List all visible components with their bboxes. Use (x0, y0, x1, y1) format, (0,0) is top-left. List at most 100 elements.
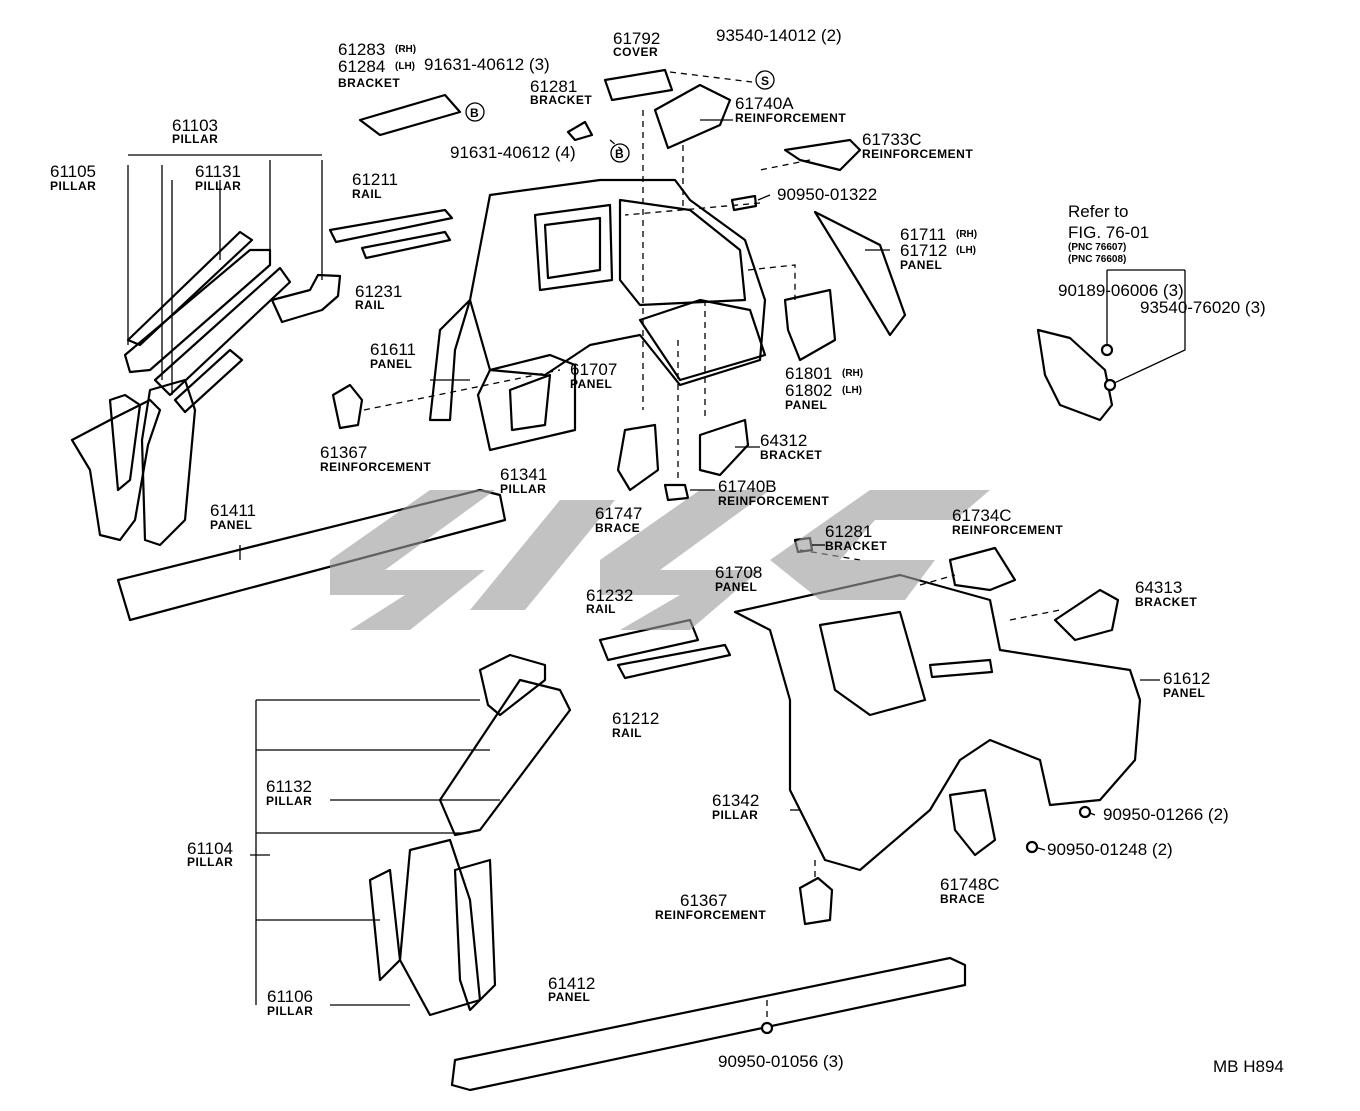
refer-to-line1: Refer to (1068, 202, 1128, 221)
rocker-panel-61412-drawing (450, 956, 967, 1092)
label-61747-name: BRACE (595, 521, 640, 535)
label-90950-01248: 90950-01248 (2) (1047, 840, 1173, 859)
label-61740b-number: 61740B (718, 477, 777, 496)
upper-rails-drawing (328, 93, 462, 260)
label-90950-01056: 90950-01056 (3) (718, 1052, 844, 1071)
label-61740a-number: 61740A (735, 94, 794, 113)
label-61740a-name: REINFORCEMENT (735, 111, 846, 125)
label-61211-number: 61211 (352, 170, 398, 189)
label-64312-number: 64312 (760, 431, 807, 450)
label-61132-number: 61132 (266, 777, 312, 796)
center-pillar-assembly-drawing (255, 653, 572, 1017)
label-61734c-name: REINFORCEMENT (952, 523, 1063, 537)
symbol-b-circle-lower (610, 143, 630, 163)
label-61283-side: (RH) (395, 44, 416, 55)
outer-quarter-panel-drawing (733, 536, 1142, 872)
label-61104-number: 61104 (187, 839, 233, 858)
label-61106-name: PILLAR (267, 1004, 313, 1018)
refer-pnc-1: (PNC 76607) (1068, 242, 1126, 253)
label-61367-lower-name: REINFORCEMENT (655, 908, 766, 922)
label-90189-06006: 90189-06006 (3) (1058, 281, 1184, 300)
label-61232-number: 61232 (586, 586, 633, 605)
label-64313-number: 64313 (1135, 578, 1182, 597)
label-61707-number: 61707 (570, 360, 617, 379)
reinforcement-61367-lower-drawing (798, 876, 834, 926)
label-61131-number: 61131 (195, 162, 241, 181)
refer-to-line2: FIG. 76-01 (1068, 223, 1149, 242)
label-61611-number: 61611 (370, 340, 416, 359)
label-61132-name: PILLAR (266, 794, 312, 808)
label-61283-number: 61283 (338, 40, 385, 59)
label-61131-name: PILLAR (195, 179, 241, 193)
label-61801-number: 61801 (785, 364, 832, 383)
label-61733c-number: 61733C (862, 130, 922, 149)
symbol-s: S (761, 74, 770, 88)
refer-fig-part-drawing (1036, 269, 1186, 422)
label-64313-name: BRACKET (1135, 595, 1197, 609)
label-61231-name: RAIL (355, 298, 385, 312)
label-61802-side: (LH) (842, 385, 862, 396)
label-61708-number: 61708 (715, 563, 762, 582)
label-64312-name: BRACKET (760, 448, 822, 462)
label-61712-number: 61712 (900, 241, 947, 260)
label-61342-number: 61342 (712, 791, 759, 810)
label-61748c-name: BRACE (940, 892, 985, 906)
label-61281-upper-number: 61281 (530, 77, 577, 96)
label-90950-01266: 90950-01266 (2) (1103, 805, 1229, 824)
label-61411-number: 61411 (210, 501, 256, 520)
label-61232-name: RAIL (586, 602, 616, 616)
symbol-b-upper: B (470, 106, 479, 120)
label-61342-name: PILLAR (712, 808, 758, 822)
label-61367-upper-name: REINFORCEMENT (320, 460, 431, 474)
label-61105-number: 61105 (50, 162, 96, 181)
label-61711-side: (RH) (956, 229, 977, 240)
label-61341-number: 61341 (500, 465, 547, 484)
label-61212-number: 61212 (612, 709, 659, 728)
callout-labels: 61103 PILLAR 61105 PILLAR 61131 PILLAR 6… (50, 26, 1284, 1076)
label-61231-number: 61231 (355, 282, 402, 301)
label-61412-name: PANEL (548, 990, 590, 1004)
front-pillar-assembly-drawing (70, 154, 342, 547)
label-61103-number: 61103 (172, 116, 218, 135)
label-61740b-name: REINFORCEMENT (718, 494, 829, 508)
diagram-code: MB H894 (1213, 1057, 1284, 1076)
symbol-b-circle-upper (465, 102, 485, 122)
middle-brackets-drawing (616, 418, 750, 502)
label-61105-name: PILLAR (50, 179, 96, 193)
label-61733c-name: REINFORCEMENT (862, 147, 973, 161)
fastener-marks (760, 343, 1117, 1035)
label-61411-name: PANEL (210, 518, 252, 532)
small-brackets-top-drawing (566, 68, 907, 362)
label-61792-name: COVER (613, 45, 658, 59)
label-61284-number: 61284 (338, 57, 385, 76)
label-61611-name: PANEL (370, 357, 412, 371)
label-61212-name: RAIL (612, 726, 642, 740)
label-61708-name: PANEL (715, 580, 757, 594)
label-61103-name: PILLAR (172, 132, 218, 146)
symbol-s-circle (755, 70, 775, 90)
label-61734c-number: 61734C (952, 506, 1012, 525)
label-61748c-number: 61748C (940, 875, 1000, 894)
label-61707-name: PANEL (570, 377, 612, 391)
label-61801-side: (RH) (842, 368, 863, 379)
label-61281-upper-name: BRACKET (530, 93, 592, 107)
label-91631-3-number: 91631-40612 (3) (424, 55, 550, 74)
label-61284-side: (LH) (395, 61, 415, 72)
watermark-logo (330, 490, 990, 630)
label-61802-name: PANEL (785, 398, 827, 412)
label-61712-name: PANEL (900, 258, 942, 272)
label-93540-14012-number: 93540-14012 (2) (716, 26, 842, 45)
label-61612-number: 61612 (1163, 669, 1210, 688)
label-61281-lower-name: BRACKET (825, 539, 887, 553)
label-61341-name: PILLAR (500, 482, 546, 496)
symbol-b-lower: B (615, 147, 624, 161)
label-61792-number: 61792 (613, 29, 660, 48)
label-61104-name: PILLAR (187, 855, 233, 869)
part-drawings (70, 68, 1186, 1092)
label-91631-4-number: 91631-40612 (4) (450, 143, 576, 162)
label-61712-side: (LH) (956, 245, 976, 256)
label-61281-lower-number: 61281 (825, 522, 872, 541)
refer-pnc-2: (PNC 76608) (1068, 254, 1126, 265)
label-61284-name: BRACKET (338, 76, 400, 90)
label-61711-number: 61711 (900, 225, 946, 244)
